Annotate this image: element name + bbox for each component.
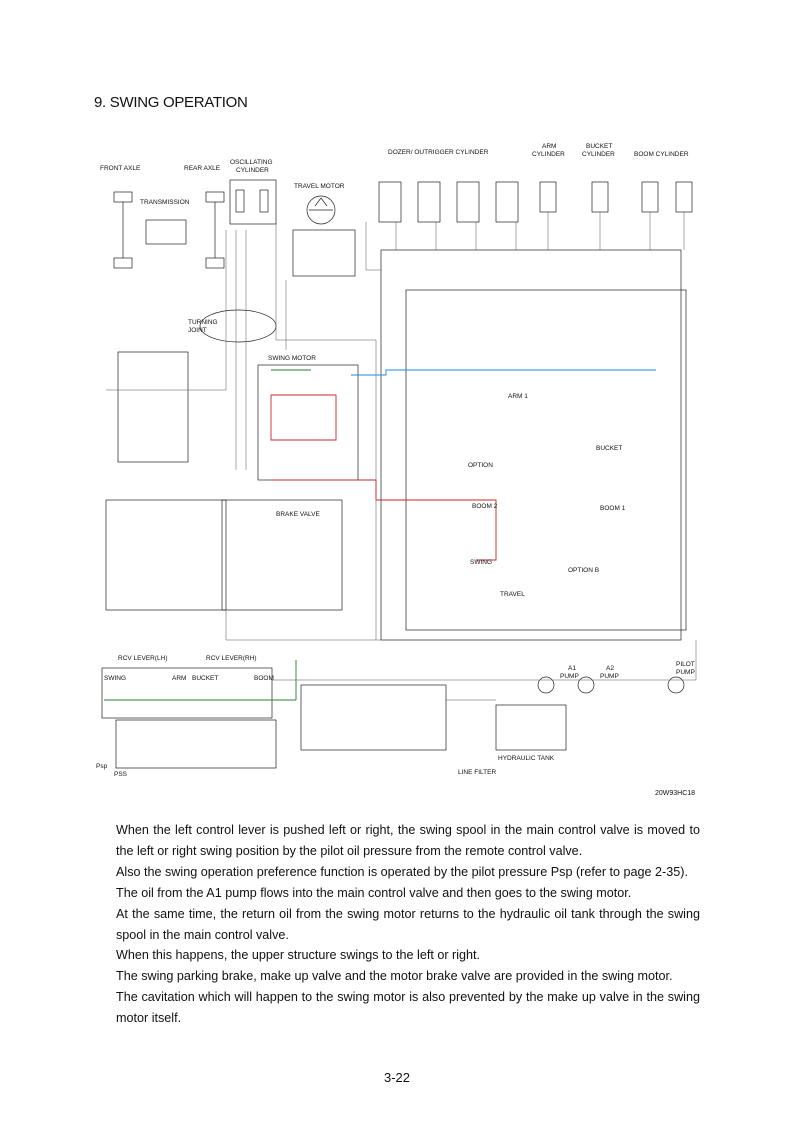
- label-a1-pump-sub: PUMP: [560, 673, 579, 680]
- label-hydraulic-tank: HYDRAULIC TANK: [498, 755, 555, 762]
- label-a2-pump-sub: PUMP: [600, 673, 619, 680]
- label-lever-bucket: BUCKET: [192, 675, 218, 682]
- label-dozer-outrigger: DOZER/ OUTRIGGER CYLINDER: [388, 149, 489, 156]
- paragraph: When the left control lever is pushed le…: [116, 823, 700, 858]
- label-rcv-lh: RCV LEVER(LH): [118, 655, 167, 662]
- paragraph: The cavitation which will happen to the …: [116, 990, 700, 1026]
- paragraph: The swing parking brake, make up valve a…: [116, 969, 673, 984]
- paragraph: The oil from the A1 pump flows into the …: [116, 885, 632, 900]
- label-line-filter: LINE FILTER: [458, 769, 496, 776]
- label-a2-pump: A2: [606, 665, 614, 672]
- label-oscillating-cylinder: CYLINDER: [236, 167, 269, 174]
- label-arm1: ARM 1: [508, 393, 528, 400]
- label-swing-spool: SWING: [470, 559, 492, 566]
- label-swing-motor: SWING MOTOR: [268, 355, 316, 362]
- paragraph: At the same time, the return oil from th…: [116, 906, 700, 942]
- label-rcv-rh: RCV LEVER(RH): [206, 655, 257, 662]
- label-transmission: TRANSMISSION: [140, 199, 190, 206]
- label-front-axle: FRONT AXLE: [100, 165, 141, 172]
- label-bucket-spool: BUCKET: [596, 445, 622, 452]
- body-text: When the left control lever is pushed le…: [116, 820, 700, 1029]
- label-pss: PSS: [114, 771, 128, 778]
- label-boom1: BOOM 1: [600, 505, 626, 512]
- hydraulic-circuit-diagram: FRONT AXLE REAR AXLE OSCILLATING CYLINDE…: [96, 143, 697, 778]
- label-oscillating: OSCILLATING: [230, 159, 273, 166]
- page-number: 3-22: [383, 1070, 411, 1085]
- label-travel-motor: TRAVEL MOTOR: [294, 183, 345, 190]
- label-arm-cylinder: CYLINDER: [532, 151, 565, 158]
- figure-code: 20W93HC18: [655, 790, 696, 797]
- label-pilot-pump-sub: PUMP: [676, 669, 695, 676]
- label-travel-spool: TRAVEL: [500, 591, 525, 598]
- label-lever-swing: SWING: [104, 675, 126, 682]
- label-boom2: BOOM 2: [472, 503, 498, 510]
- label-turning: TURNING: [188, 319, 218, 326]
- page-heading: 9. SWING OPERATION: [94, 94, 248, 111]
- label-boom-cylinder: BOOM CYLINDER: [634, 151, 689, 158]
- paragraph: When this happens, the upper structure s…: [116, 948, 481, 963]
- label-brake-valve: BRAKE VALVE: [276, 511, 320, 518]
- label-psp: Psp: [96, 763, 108, 770]
- label-bucket-cylinder: CYLINDER: [582, 151, 615, 158]
- label-lever-boom: BOOM: [254, 675, 274, 682]
- label-rear-axle: REAR AXLE: [184, 165, 221, 172]
- label-bucket: BUCKET: [586, 143, 612, 150]
- label-a1-pump: A1: [568, 665, 576, 672]
- label-lever-arm: ARM: [172, 675, 186, 682]
- label-arm: ARM: [542, 143, 556, 150]
- label-option: OPTION: [468, 462, 493, 469]
- label-turning-joint: JOINT: [188, 327, 207, 334]
- paragraph: Also the swing operation preference func…: [116, 864, 688, 879]
- label-pilot-pump: PILOT: [676, 661, 695, 668]
- label-option-b: OPTION B: [568, 567, 599, 574]
